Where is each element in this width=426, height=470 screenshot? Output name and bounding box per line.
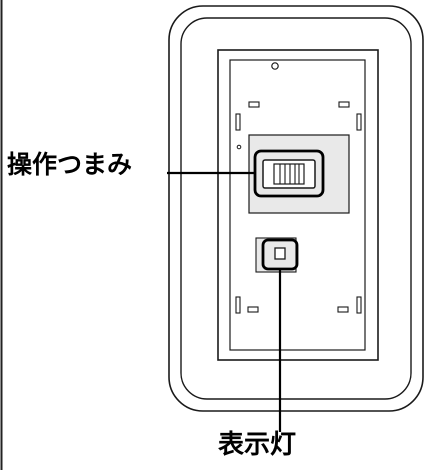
screw-hole [271,62,279,70]
slot-top-left-horizontal [248,101,260,108]
slot-top-right-horizontal [338,101,350,108]
indicator-lamp [274,247,286,260]
slot-bottom-left-horizontal [247,306,259,313]
knob-label: 操作つまみ [7,150,133,179]
small-dot [236,144,242,150]
slot-bottom-right-vertical [356,296,362,314]
slot-bottom-left-vertical [235,296,241,314]
plate-inner-outline [180,17,412,400]
indicator-label: 表示灯 [218,430,297,460]
slot-bottom-right-horizontal [337,306,349,313]
operation-knob[interactable] [262,159,316,189]
slot-top-left-vertical [235,113,241,131]
knob-slider [273,163,305,185]
slot-top-right-vertical [356,113,362,131]
